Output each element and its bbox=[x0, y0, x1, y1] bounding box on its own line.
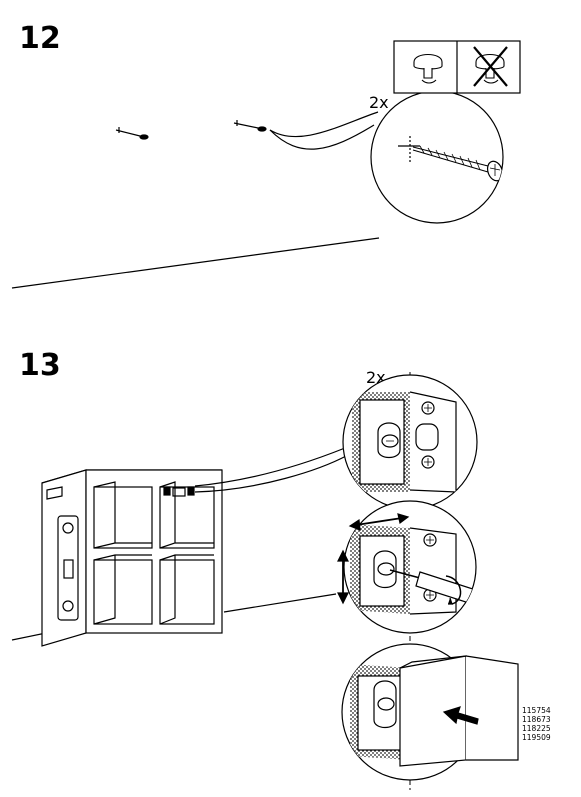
part-number: 119509 bbox=[522, 733, 551, 742]
detail-circle-b bbox=[343, 500, 477, 634]
step-12-number: 12 bbox=[19, 21, 61, 56]
step-13-illustration bbox=[11, 372, 519, 790]
callout-line bbox=[194, 447, 346, 487]
screw-icon bbox=[115, 127, 149, 140]
screw-head-crossed-icon bbox=[473, 46, 508, 87]
shelf-unit bbox=[41, 469, 223, 647]
detail-circle-c bbox=[341, 643, 519, 781]
screw-icon bbox=[233, 120, 267, 132]
part-number: 115754 bbox=[522, 706, 551, 715]
step-12-quantity: 2x bbox=[369, 93, 389, 112]
step-13-number: 13 bbox=[19, 348, 61, 383]
callout-line bbox=[269, 111, 379, 138]
part-number: 118225 bbox=[522, 724, 551, 733]
push-arrow-icon bbox=[442, 706, 479, 725]
double-arrow-vertical-icon bbox=[337, 549, 349, 605]
screw-head-ok-icon bbox=[413, 53, 443, 84]
part-number-list: 115754 118673 118225 119509 bbox=[522, 706, 551, 742]
step-12-illustration bbox=[11, 40, 521, 289]
floor-line bbox=[223, 593, 337, 613]
part-number: 118673 bbox=[522, 715, 551, 724]
floor-line bbox=[11, 237, 380, 289]
double-arrow-horizontal-icon bbox=[348, 513, 410, 531]
callout-line bbox=[269, 124, 375, 150]
detail-circle-a bbox=[342, 374, 478, 510]
floor-line bbox=[11, 632, 47, 641]
callout-line bbox=[194, 454, 349, 493]
